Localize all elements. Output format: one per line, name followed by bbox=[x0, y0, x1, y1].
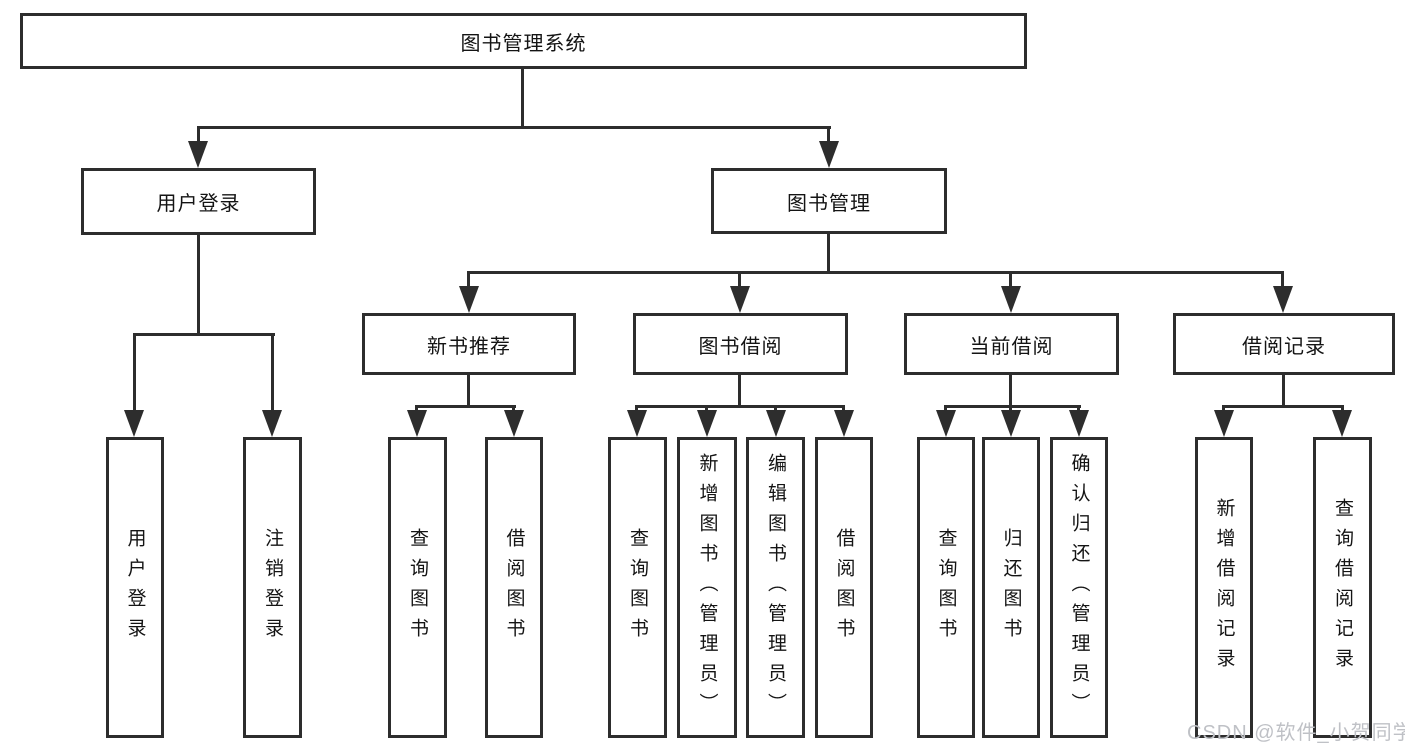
node-book-borrow: 图书借阅 bbox=[633, 313, 848, 375]
connector-line bbox=[827, 126, 830, 144]
node-label: 编辑图书（管理员） bbox=[765, 452, 786, 723]
arrow-down-icon bbox=[262, 410, 282, 437]
connector-line bbox=[635, 405, 638, 413]
connector-line bbox=[827, 234, 830, 274]
arrow-down-icon bbox=[730, 286, 750, 313]
connector-line bbox=[738, 375, 741, 408]
arrow-down-icon bbox=[504, 410, 524, 437]
connector-line bbox=[197, 235, 200, 336]
connector-line bbox=[467, 271, 470, 288]
connector-line bbox=[705, 405, 708, 413]
leaf-borrow-books: 借阅图书 bbox=[815, 437, 873, 738]
arrow-down-icon bbox=[1273, 286, 1293, 313]
connector-line bbox=[1341, 405, 1344, 413]
connector-line bbox=[842, 405, 845, 413]
node-label: 查询图书 bbox=[407, 527, 428, 648]
connector-line bbox=[1222, 405, 1225, 413]
node-label: 新增借阅记录 bbox=[1213, 497, 1235, 678]
connector-line bbox=[945, 405, 1081, 408]
node-library-system: 图书管理系统 bbox=[20, 13, 1027, 69]
arrow-down-icon bbox=[1332, 410, 1352, 437]
connector-line bbox=[467, 375, 470, 408]
arrow-down-icon bbox=[188, 141, 208, 168]
leaf-add-borrow-record: 新增借阅记录 bbox=[1195, 437, 1253, 738]
leaf-query-borrow-record: 查询借阅记录 bbox=[1313, 437, 1372, 738]
connector-line bbox=[1077, 405, 1080, 413]
connector-line bbox=[416, 405, 516, 408]
arrow-down-icon bbox=[407, 410, 427, 437]
node-label: 图书管理系统 bbox=[460, 32, 587, 55]
arrow-down-icon bbox=[627, 410, 647, 437]
arrow-down-icon bbox=[124, 410, 144, 437]
arrow-down-icon bbox=[1069, 410, 1089, 437]
arrow-down-icon bbox=[834, 410, 854, 437]
connector-line bbox=[1009, 405, 1012, 413]
leaf-add-books-admin: 新增图书（管理员） bbox=[677, 437, 737, 738]
node-label: 确认归还（管理员） bbox=[1068, 452, 1090, 723]
connector-line bbox=[1009, 271, 1012, 288]
connector-line bbox=[271, 333, 274, 413]
arrow-down-icon bbox=[459, 286, 479, 313]
connector-line bbox=[1009, 375, 1012, 408]
connector-line bbox=[1223, 405, 1344, 408]
arrow-down-icon bbox=[819, 141, 839, 168]
csdn-watermark: CSDN @软件_小贺同学 bbox=[1187, 722, 1405, 744]
connector-line bbox=[415, 405, 418, 413]
node-label: 图书管理 bbox=[787, 192, 871, 215]
leaf-return-books: 归还图书 bbox=[982, 437, 1040, 738]
connector-line bbox=[197, 126, 200, 144]
leaf-borrow-books-recommend: 借阅图书 bbox=[485, 437, 543, 738]
node-label: 新书推荐 bbox=[427, 335, 511, 358]
connector-line bbox=[133, 333, 136, 413]
arrow-down-icon bbox=[1001, 286, 1021, 313]
leaf-query-books-borrow: 查询图书 bbox=[608, 437, 667, 738]
connector-line bbox=[636, 405, 844, 408]
connector-line bbox=[1281, 271, 1284, 288]
arrow-down-icon bbox=[1214, 410, 1234, 437]
node-label: 用户登录 bbox=[124, 527, 146, 648]
node-book-management: 图书管理 bbox=[711, 168, 947, 234]
node-user-login: 用户登录 bbox=[81, 168, 316, 235]
node-label: 查询图书 bbox=[627, 527, 648, 648]
node-label: 借阅图书 bbox=[833, 527, 855, 648]
leaf-edit-books-admin: 编辑图书（管理员） bbox=[746, 437, 805, 738]
connector-line bbox=[944, 405, 947, 413]
leaf-query-books-current: 查询图书 bbox=[917, 437, 975, 738]
connector-line bbox=[1282, 375, 1285, 408]
node-borrow-records: 借阅记录 bbox=[1173, 313, 1395, 375]
connector-line bbox=[133, 333, 275, 336]
arrow-down-icon bbox=[936, 410, 956, 437]
leaf-query-books-recommend: 查询图书 bbox=[388, 437, 447, 738]
arrow-down-icon bbox=[766, 410, 786, 437]
node-label: 查询借阅记录 bbox=[1332, 497, 1353, 678]
node-label: 归还图书 bbox=[1000, 527, 1022, 648]
node-label: 新增图书（管理员） bbox=[696, 452, 718, 723]
leaf-user-login: 用户登录 bbox=[106, 437, 164, 738]
arrow-down-icon bbox=[1001, 410, 1021, 437]
node-current-borrow: 当前借阅 bbox=[904, 313, 1119, 375]
connector-line bbox=[467, 271, 1284, 274]
connector-line bbox=[521, 69, 524, 127]
connector-line bbox=[512, 405, 515, 413]
arrow-down-icon bbox=[697, 410, 717, 437]
node-label: 借阅记录 bbox=[1242, 335, 1326, 358]
node-new-book-recommend: 新书推荐 bbox=[362, 313, 576, 375]
node-label: 查询图书 bbox=[935, 527, 957, 648]
connector-line bbox=[774, 405, 777, 413]
node-label: 用户登录 bbox=[156, 193, 241, 215]
connector-line bbox=[738, 271, 741, 288]
leaf-confirm-return-admin: 确认归还（管理员） bbox=[1050, 437, 1108, 738]
leaf-logout-login: 注销登录 bbox=[243, 437, 302, 738]
node-label: 借阅图书 bbox=[503, 527, 525, 648]
connector-line bbox=[197, 126, 831, 129]
node-label: 图书借阅 bbox=[698, 335, 783, 358]
node-label: 当前借阅 bbox=[969, 335, 1054, 358]
node-label: 注销登录 bbox=[262, 527, 283, 648]
